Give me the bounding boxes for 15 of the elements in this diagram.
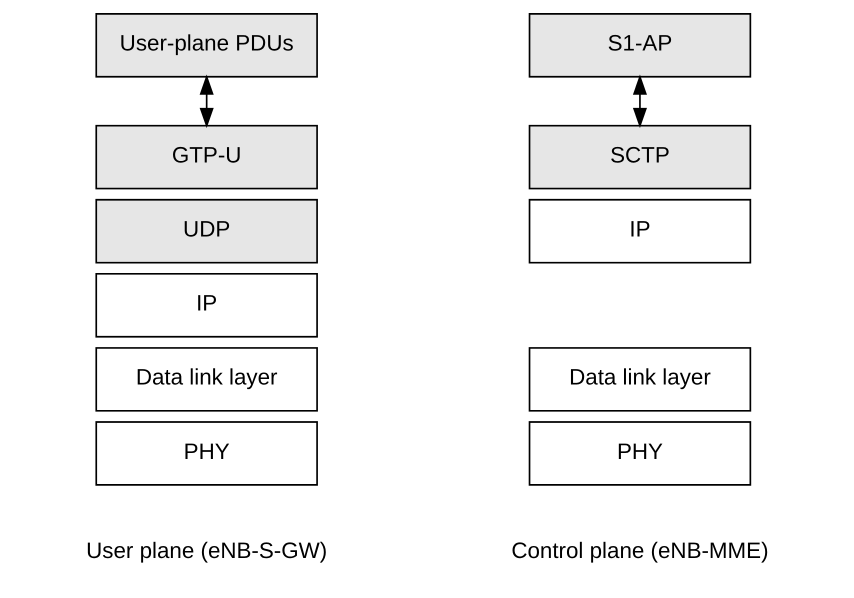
node-box: PHY — [528, 421, 751, 486]
node-box: Data link layer — [528, 347, 751, 412]
node-box: UDP — [94, 198, 318, 264]
node-box: S1-AP — [528, 13, 751, 78]
node-box: SCTP — [528, 124, 751, 190]
node-box: Data link layer — [94, 347, 318, 412]
node-box: User-plane PDUs — [94, 13, 318, 78]
arrow — [632, 74, 646, 128]
label: User plane (eNB-S-GW) — [86, 538, 327, 563]
arrow — [199, 74, 214, 128]
node-box: GTP-U — [94, 124, 318, 190]
node-box: IP — [528, 198, 751, 264]
label: Control plane (eNB-MME) — [510, 538, 768, 563]
node-box: PHY — [94, 421, 318, 486]
node-box: IP — [94, 273, 318, 338]
